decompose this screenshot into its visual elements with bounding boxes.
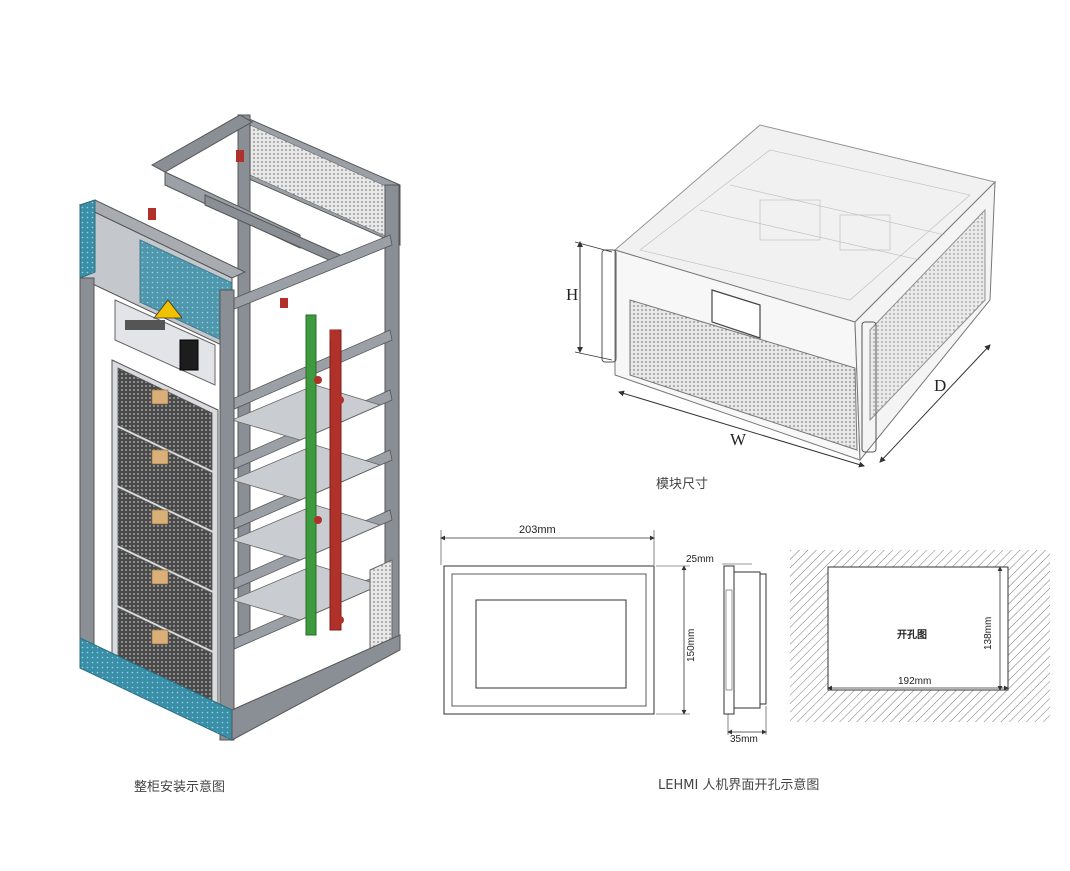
hmi-caption: LEHMI 人机界面开孔示意图 [658,778,820,793]
cutout-width-label: 192mm [898,676,931,687]
cutout-height-label: 138mm [983,617,994,650]
cabinet-illustration [78,114,401,741]
module-illustration: H W D [566,124,996,468]
cutout-label: 开孔图 [897,628,927,641]
module-width-label: W [730,430,747,449]
hmi-side-view: 25mm 35mm [686,554,767,745]
hmi-front-height-label: 150mm [686,629,697,662]
module-height-label: H [566,285,578,304]
module-caption: 模块尺寸 [656,477,709,492]
hmi-side-depth-bottom-label: 35mm [730,734,758,745]
hmi-front-width-label: 203mm [519,524,556,536]
module-stack [111,359,219,721]
hmi-cutout-view: 开孔图 192mm 138mm [790,550,1050,722]
module-depth-label: D [934,376,946,395]
cabinet-caption: 整柜安装示意图 [134,780,226,795]
hmi-side-depth-top-label: 25mm [686,554,714,565]
hmi-front-view: 203mm 150mm [440,524,697,715]
